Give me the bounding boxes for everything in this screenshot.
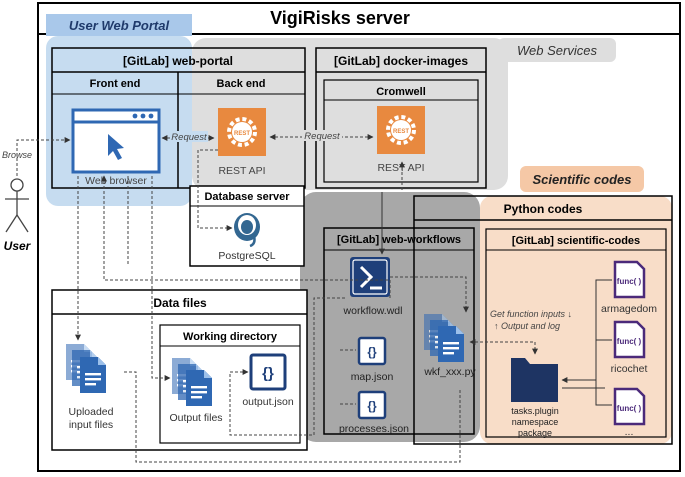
working-directory-title: Working directory [183, 331, 278, 343]
output-files-label: Output files [169, 412, 222, 424]
wkf-label: wkf_xxx.py [423, 366, 476, 378]
cromwell-title: Cromwell [376, 86, 426, 98]
tasks-line2: namespace [512, 417, 559, 427]
web-workflows-box [323, 227, 475, 435]
function-file-icon-1: func( ) [613, 260, 646, 299]
processes-json-icon: {} [357, 390, 387, 420]
svg-text:{}: {} [262, 365, 274, 382]
scientific-codes-tag [520, 166, 644, 192]
scientific-codes-title: [GitLab] scientific-codes [512, 235, 640, 247]
user-actor-icon [5, 178, 29, 233]
web-workflows-zone [300, 192, 480, 442]
func1-label: armagedom [601, 303, 657, 315]
func3-label: ... [625, 426, 634, 438]
svg-text:{}: {} [367, 399, 377, 413]
python-codes-box [413, 195, 673, 445]
svg-text:{}: {} [367, 345, 377, 359]
browser-window-icon [71, 108, 161, 174]
docker-images-title: [GitLab] docker-images [334, 54, 468, 68]
wdl-prompt-icon [350, 257, 390, 297]
database-title: Database server [204, 191, 290, 203]
cromwell-rest-label: REST API [377, 162, 424, 174]
inputs-line2: ↑ Output and log [494, 321, 560, 331]
inputs-line1: Get function inputs ↓ [490, 309, 572, 319]
browser-label: Web browser [85, 175, 147, 187]
python-codes-title: Python codes [504, 202, 583, 216]
rest-api-label: REST API [218, 165, 265, 177]
postgresql-elephant-icon [234, 213, 260, 248]
back-end-label: Back end [217, 78, 266, 90]
output-json-icon: {} [249, 353, 287, 391]
func2-label: ricochet [611, 363, 648, 375]
tasks-line1: tasks.plugin [511, 406, 559, 416]
map-json-label: map.json [351, 371, 394, 383]
postgresql-label: PostgreSQL [218, 250, 275, 262]
user-web-portal-label: User Web Portal [69, 18, 170, 33]
request-label-1: Request [171, 132, 207, 143]
user-label: User [4, 239, 32, 253]
user-web-portal-tag [46, 14, 192, 36]
web-services-zone [192, 38, 508, 190]
front-end-label: Front end [90, 78, 141, 90]
function-file-icon-3: func( ) [613, 387, 646, 426]
map-json-icon: {} [357, 336, 387, 366]
svg-text:func( ): func( ) [617, 277, 642, 286]
cromwell-rest-icon: REST [377, 106, 425, 154]
folder-icon [511, 358, 558, 402]
svg-text:func( ): func( ) [617, 337, 642, 346]
svg-text:REST: REST [234, 131, 250, 137]
web-workflows-title: [GitLab] web-workflows [337, 234, 461, 246]
request-label-2: Request [304, 131, 340, 142]
web-portal-title: [GitLab] web-portal [123, 54, 233, 68]
output-json-label: output.json [242, 396, 294, 408]
browse-label: Browse [2, 150, 32, 160]
uploaded-line1: Uploaded [69, 406, 114, 418]
web-services-label: Web Services [517, 43, 597, 58]
processes-json-label: processes.json [339, 423, 409, 435]
data-files-title: Data files [153, 296, 207, 310]
scientific-codes-box [485, 228, 667, 438]
docker-images-box [315, 47, 487, 189]
server-title: VigiRisks server [270, 8, 410, 28]
svg-text:REST: REST [393, 129, 409, 135]
workflow-label: workflow.wdl [343, 305, 403, 317]
function-file-icon-2: func( ) [613, 320, 646, 359]
rest-api-gear-icon: REST [218, 108, 266, 156]
uploaded-line2: input files [69, 419, 113, 431]
scientific-codes-label: Scientific codes [533, 172, 632, 187]
svg-text:func( ): func( ) [617, 404, 642, 413]
tasks-line3: package [518, 428, 552, 438]
